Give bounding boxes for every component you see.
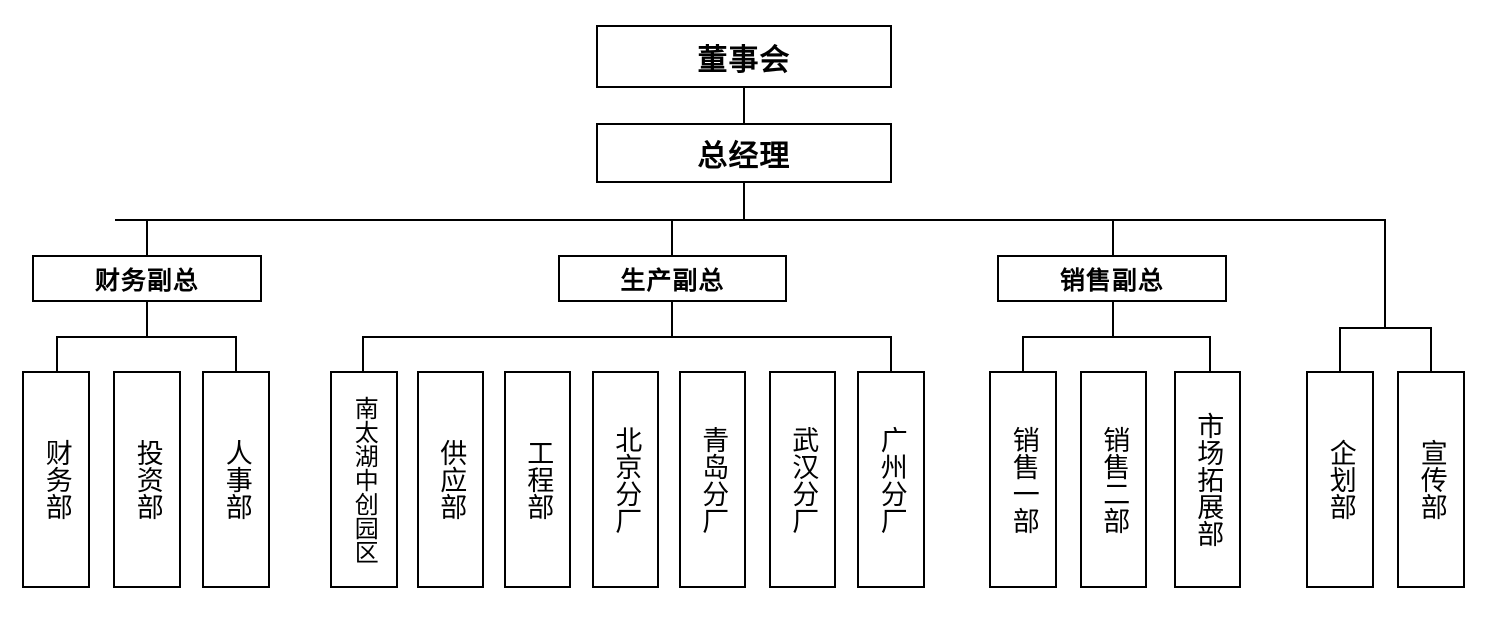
connector-gm-direct-bus-to-dept-1 [1339, 327, 1341, 372]
connector-gm-stem [743, 183, 745, 219]
node-plant-beijing[interactable]: 北京分厂 [592, 371, 659, 588]
node-dept-publicity[interactable]: 宣传部 [1397, 371, 1465, 588]
connector-vp-production-bus [362, 336, 891, 338]
connector-bus-to-gm-direct-group [1384, 219, 1386, 329]
connector-sales-bus-to-dept-1 [1022, 336, 1024, 372]
node-vp-sales-label: 销售副总 [1059, 265, 1164, 295]
node-dept-supply-label: 供应部 [435, 439, 467, 520]
node-dept-sales-1[interactable]: 销售一部 [989, 371, 1057, 588]
connector-finance-bus-to-dept-3 [235, 336, 237, 372]
connector-vp-sales-bus [1022, 336, 1211, 338]
node-vp-sales[interactable]: 销售副总 [997, 255, 1227, 302]
node-plant-guangzhou[interactable]: 广州分厂 [857, 371, 925, 588]
connector-bus-to-vp-production [671, 219, 673, 255]
connector-gm-direct-bus-to-dept-2 [1430, 327, 1432, 372]
node-dept-nantaihu-park-label: 南太湖中创园区 [350, 395, 379, 564]
node-dept-hr-label: 人事部 [220, 439, 252, 520]
node-dept-sales-2-label: 销售二部 [1098, 425, 1130, 534]
node-plant-wuhan-label: 武汉分厂 [787, 425, 819, 534]
node-dept-market-development[interactable]: 市场拓展部 [1174, 371, 1241, 588]
node-dept-finance-label: 财务部 [40, 439, 72, 520]
node-dept-finance[interactable]: 财务部 [22, 371, 90, 588]
node-dept-investment-label: 投资部 [131, 439, 163, 520]
node-dept-sales-1-label: 销售一部 [1007, 425, 1039, 534]
node-plant-guangzhou-label: 广州分厂 [875, 425, 907, 534]
node-dept-planning[interactable]: 企划部 [1306, 371, 1374, 588]
node-dept-planning-label: 企划部 [1324, 439, 1356, 520]
connector-vp-finance-bus [56, 336, 237, 338]
node-dept-engineering-label: 工程部 [522, 439, 554, 520]
node-dept-supply[interactable]: 供应部 [417, 371, 484, 588]
node-vp-production[interactable]: 生产副总 [558, 255, 787, 302]
node-dept-sales-2[interactable]: 销售二部 [1080, 371, 1147, 588]
connector-sales-bus-to-dept-3 [1209, 336, 1211, 372]
node-dept-hr[interactable]: 人事部 [202, 371, 270, 588]
node-general-manager[interactable]: 总经理 [596, 123, 892, 183]
connector-board-to-gm [743, 88, 745, 123]
node-dept-engineering[interactable]: 工程部 [504, 371, 571, 588]
node-plant-beijing-label: 北京分厂 [610, 425, 642, 534]
node-vp-finance[interactable]: 财务副总 [32, 255, 262, 302]
node-plant-qingdao[interactable]: 青岛分厂 [679, 371, 746, 588]
node-board-of-directors[interactable]: 董事会 [596, 25, 892, 88]
connector-vp-production-stem [671, 302, 673, 336]
connector-production-bus-to-dept-7 [890, 336, 892, 372]
connector-production-bus-to-dept-1 [362, 336, 364, 372]
node-plant-qingdao-label: 青岛分厂 [697, 425, 729, 534]
node-dept-investment[interactable]: 投资部 [113, 371, 181, 588]
connector-vp-sales-stem [1112, 302, 1114, 336]
node-dept-publicity-label: 宣传部 [1415, 439, 1447, 520]
connector-gm-bus [115, 219, 1386, 221]
connector-finance-bus-to-dept-1 [56, 336, 58, 372]
connector-vp-finance-stem [146, 302, 148, 336]
node-general-manager-label: 总经理 [697, 139, 791, 174]
node-vp-finance-label: 财务副总 [94, 265, 199, 295]
node-dept-market-development-label: 市场拓展部 [1192, 412, 1224, 547]
connector-bus-to-vp-sales [1112, 219, 1114, 255]
connector-bus-to-vp-finance [146, 219, 148, 255]
node-dept-nantaihu-park[interactable]: 南太湖中创园区 [330, 371, 398, 588]
connector-gm-direct-bus [1339, 327, 1432, 329]
node-board-of-directors-label: 董事会 [697, 42, 791, 78]
node-plant-wuhan[interactable]: 武汉分厂 [769, 371, 836, 588]
node-vp-production-label: 生产副总 [620, 265, 725, 295]
